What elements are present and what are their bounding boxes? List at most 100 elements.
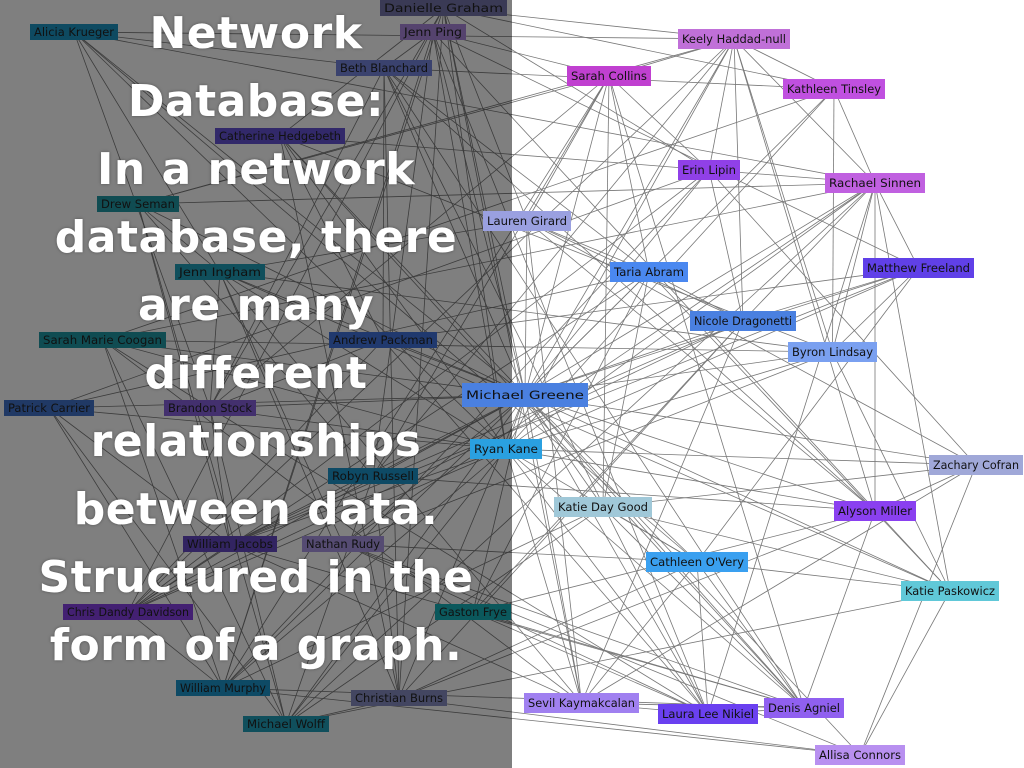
graph-node-label: Catherine Hedgebeth [219, 129, 341, 143]
graph-node-box [834, 501, 916, 521]
graph-node: Sarah Collins [567, 66, 651, 86]
graph-node: Andrew Packman [329, 332, 437, 348]
graph-node-label: Alyson Miller [838, 504, 912, 518]
graph-node-box [175, 264, 265, 280]
graph-node: Alyson Miller [834, 501, 916, 521]
graph-edge [733, 38, 834, 353]
graph-edge [505, 448, 876, 513]
graph-edge [803, 510, 876, 709]
graph-node-box [678, 29, 790, 49]
graph-node-label: Nathan Rudy [306, 537, 380, 551]
graph-node-label: Lauren Girard [487, 214, 567, 228]
graph-node-label: Brandon Stock [168, 401, 252, 415]
graph-edge [833, 88, 876, 184]
slide-body-line: database, there [54, 212, 458, 263]
graph-edge [505, 448, 977, 468]
graph-node: Taria Abram [610, 262, 688, 282]
graph-edge [831, 267, 919, 353]
graph-edge [505, 38, 735, 450]
graph-node-label: Sevil Kaymakcalan [528, 696, 635, 710]
graph-node: Rachael Sinnen [825, 173, 925, 193]
graph-node: Brandon Stock [164, 400, 256, 416]
graph-edge [524, 394, 805, 709]
graph-node: Chris Dandy Davidson [63, 604, 193, 620]
graph-node: Christian Burns [351, 690, 447, 706]
graph-node-box [524, 693, 639, 713]
graph-node: William Murphy [176, 680, 270, 696]
graph-edge [524, 320, 744, 396]
graph-edge [580, 320, 744, 704]
graph-node-box [30, 24, 118, 40]
graph-node: Nathan Rudy [302, 536, 384, 552]
graph-node-label: Christian Burns [355, 691, 443, 705]
graph-edge [602, 463, 977, 508]
graph-node: Michael Greene [462, 383, 588, 407]
slide-body-line: between data. [73, 484, 439, 535]
graph-edge [524, 182, 876, 396]
graph-node-label: Zachary Cofran [933, 458, 1019, 472]
graph-node-box [63, 604, 193, 620]
graph-node-label: Robyn Russell [332, 469, 414, 483]
graph-node-box [39, 332, 166, 348]
graph-node: Robyn Russell [328, 468, 418, 484]
slide-body-line: Structured in the [38, 552, 474, 603]
graph-edge [696, 267, 919, 563]
graph-node-label: Chris Dandy Davidson [67, 605, 189, 619]
graph-node-label: Matthew Freeland [867, 261, 970, 275]
graph-node-label: Drew Seman [101, 197, 175, 211]
graph-edge [733, 38, 876, 184]
graph-node-box [658, 704, 758, 724]
graph-node-label: Laura Lee Nikiel [662, 707, 754, 721]
slide-body-line: In a network [96, 144, 416, 195]
graph-node: Patrick Carrier [4, 400, 94, 416]
graph-node-box [788, 342, 877, 362]
graph-edge [505, 448, 805, 709]
graph-node-box [97, 196, 179, 212]
slide-body-line: are many [137, 280, 375, 331]
graph-edge [602, 506, 951, 593]
graph-edge [696, 561, 805, 709]
graph-node-box [215, 128, 345, 144]
graph-node-box [825, 173, 925, 193]
graph-edge [832, 351, 951, 592]
graph-edge [524, 266, 920, 396]
graph-node-label: Jenn Ping [403, 25, 462, 39]
graph-node-box [380, 0, 507, 16]
graph-node-box [4, 400, 94, 416]
graph-edge [608, 75, 651, 273]
graph-node-label: Jenn Ingham [178, 265, 261, 279]
slide-title-line: Database: [127, 76, 385, 127]
graph-node: Kathleen Tinsley [783, 79, 885, 99]
graph-node-label: Alicia Krueger [34, 25, 114, 39]
graph-node: Sevil Kaymakcalan [524, 693, 639, 713]
slide-body-line: form of a graph. [49, 620, 463, 671]
graph-node-label: Gaston Frye [439, 605, 507, 619]
graph-node-label: Michael Wolff [247, 717, 326, 731]
graph-node-label: Katie Day Good [558, 500, 648, 514]
graph-node-label: Nicole Dragonetti [694, 314, 792, 328]
graph-node-box [929, 455, 1023, 475]
graph-node-box [764, 698, 844, 718]
graph-node-label: William Jacobs [187, 537, 273, 551]
graph-edge [524, 394, 861, 756]
graph-node-label: Taria Abram [613, 265, 684, 279]
graph-node-label: Sarah Collins [571, 69, 647, 83]
graph-node-box [690, 311, 796, 331]
graph-edge [524, 88, 835, 396]
graph-edge [707, 38, 735, 171]
graph-node: Byron Lindsay [788, 342, 877, 362]
graph-node-box [336, 60, 432, 76]
graph-edge [524, 394, 977, 467]
graph-edge [733, 38, 877, 512]
graph-node-box [243, 716, 329, 732]
graph-node: Keely Haddad-null [678, 29, 790, 49]
graph-node-box [483, 211, 571, 231]
graph-edge [472, 611, 805, 710]
slide-title-line: Network [149, 8, 363, 59]
graph-node-box [183, 536, 277, 552]
graph-edge [524, 38, 735, 396]
graph-edge [526, 220, 876, 512]
graph-node: Ryan Kane [470, 439, 542, 459]
graph-edge [874, 182, 919, 269]
